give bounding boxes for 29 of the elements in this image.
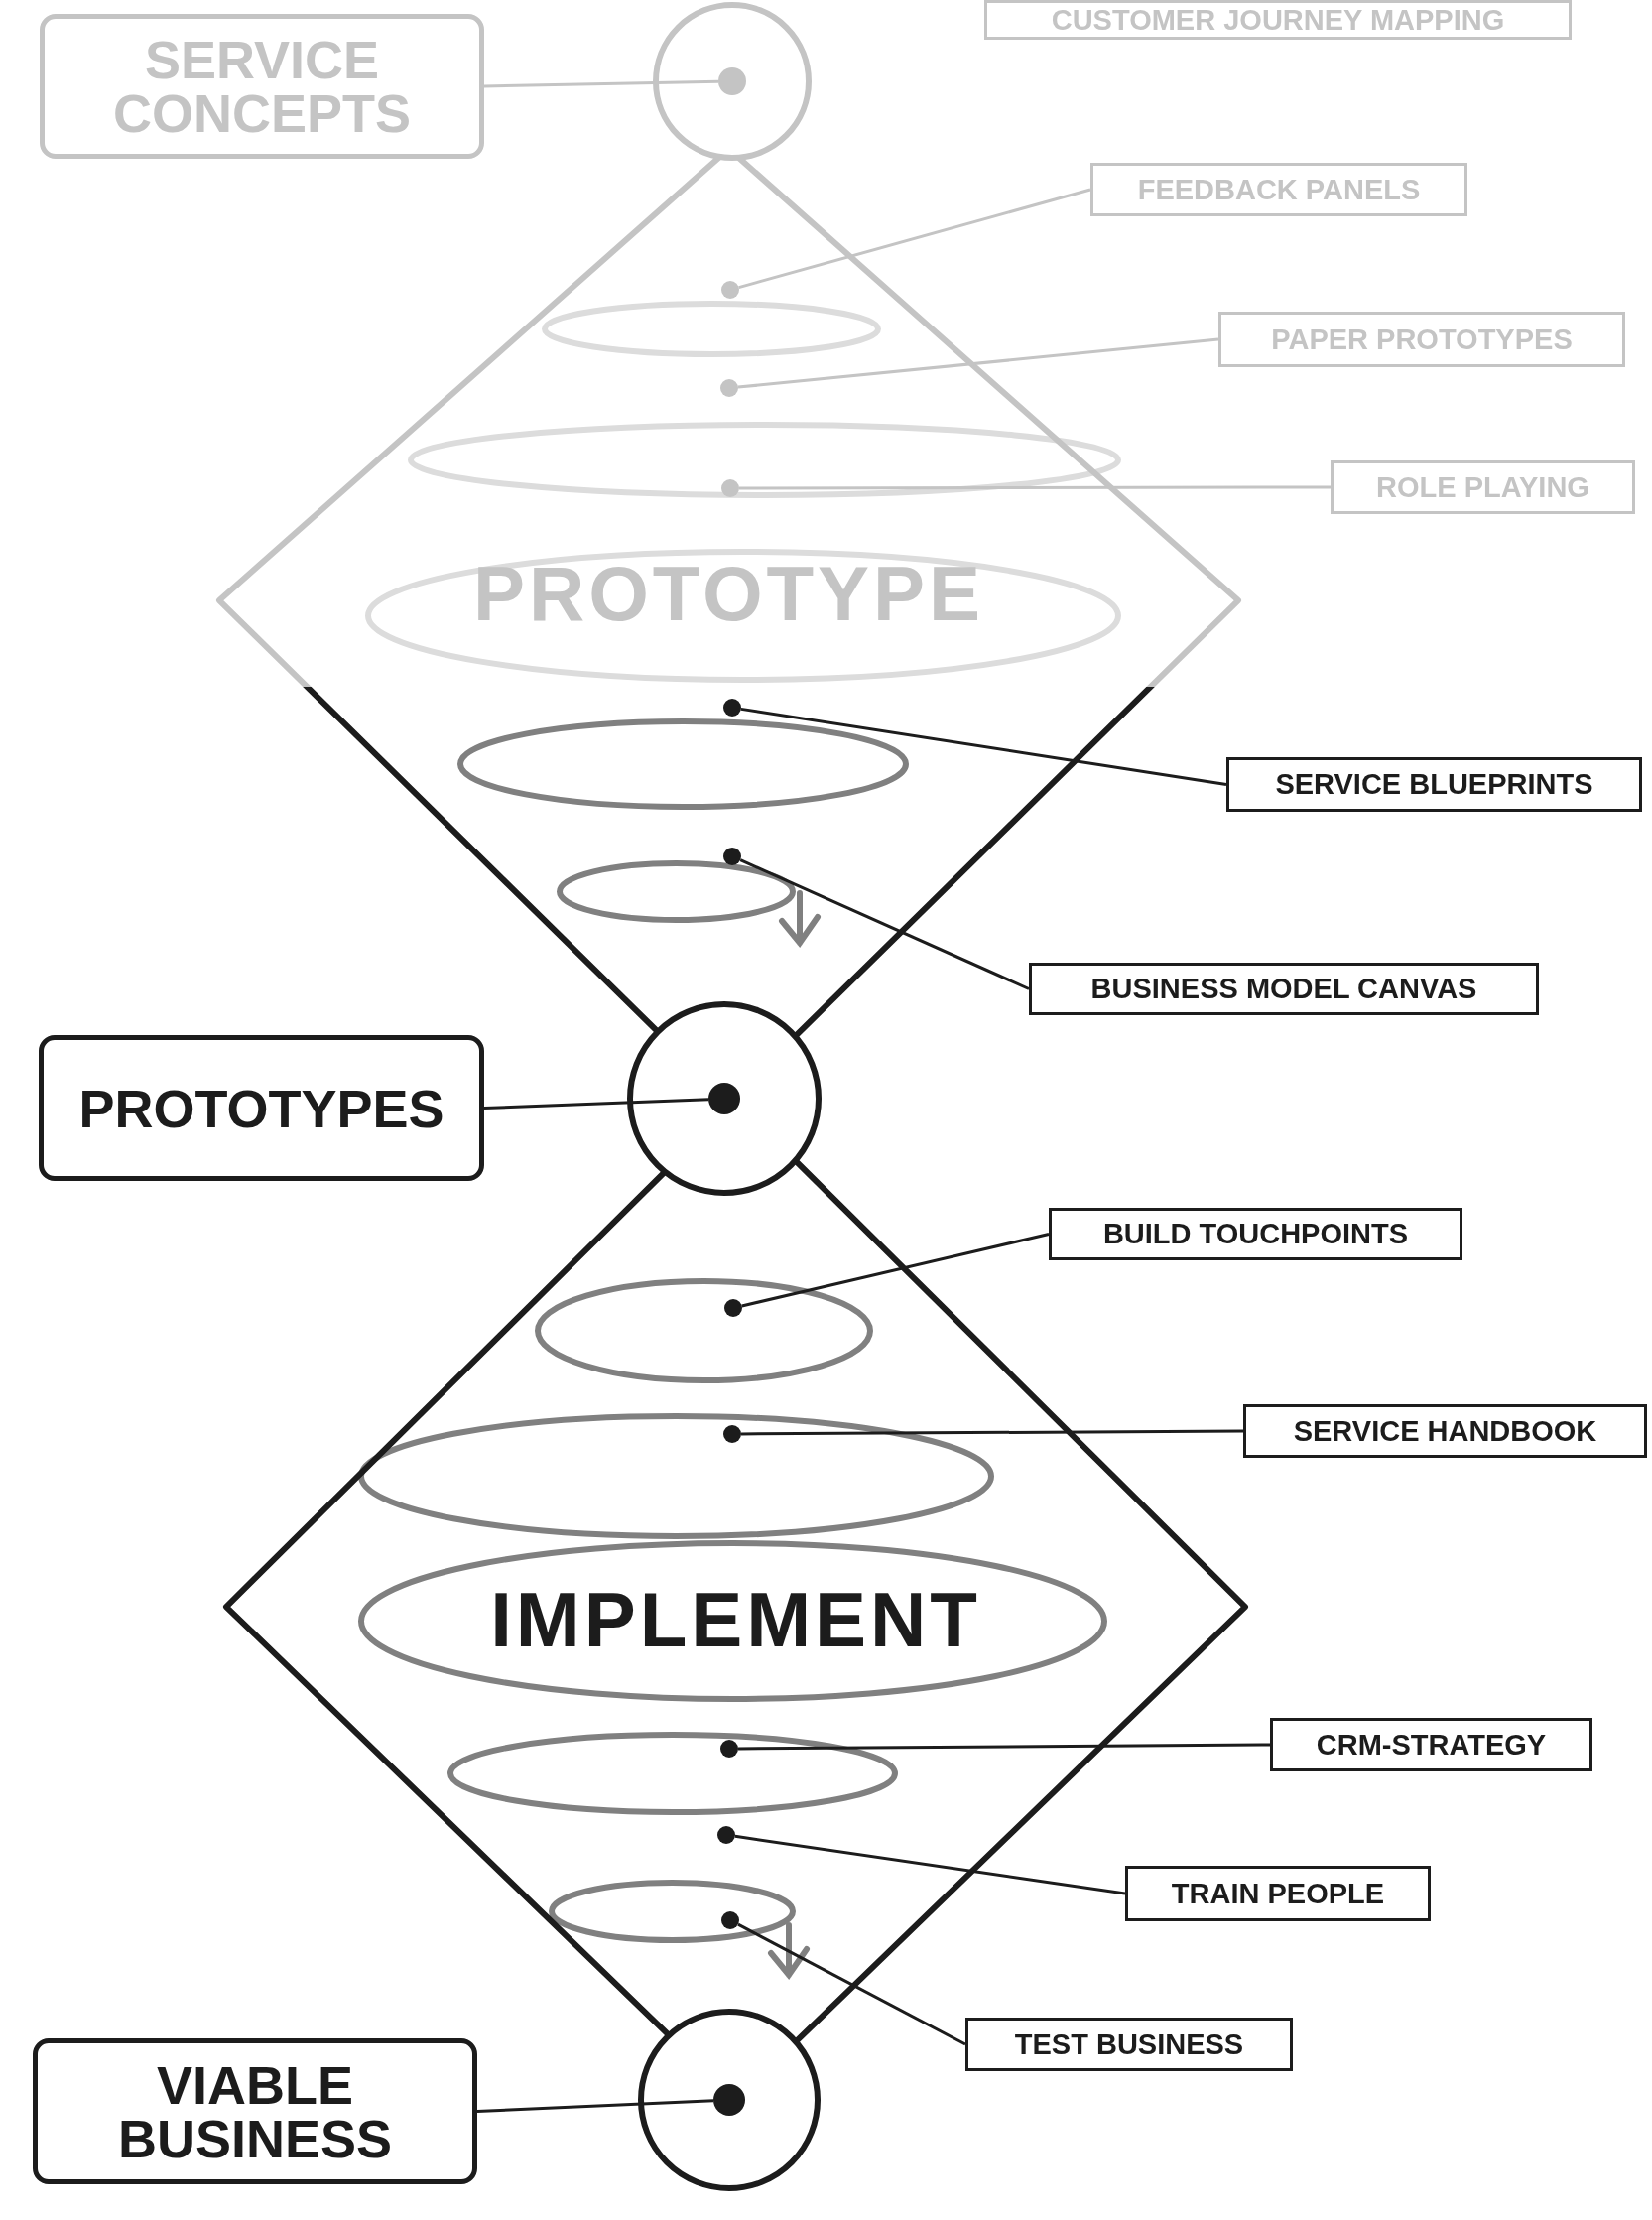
leader-line [739, 485, 1331, 490]
stage-label-box: SERVICE CONCEPTS [40, 14, 484, 159]
leader-line [741, 1233, 1050, 1308]
method-label-box: PAPER PROTOTYPES [1218, 312, 1625, 367]
leader-line [476, 2099, 714, 2113]
method-label-box: TEST BUSINESS [965, 2018, 1293, 2071]
leader-line [741, 1429, 1243, 1436]
leader-line [738, 1743, 1270, 1751]
method-label-box: FEEDBACK PANELS [1090, 163, 1467, 216]
method-label-box: CRM-STRATEGY [1270, 1718, 1592, 1771]
leader-line [737, 337, 1219, 389]
leader-line [734, 1834, 1126, 1895]
phase-label: PROTOTYPE [473, 555, 984, 632]
method-label-box: BUSINESS MODEL CANVAS [1029, 963, 1539, 1015]
leader-line [738, 188, 1091, 290]
leader-line [483, 79, 719, 88]
stage-label-box: VIABLE BUSINESS [33, 2038, 477, 2184]
method-label-box: CUSTOMER JOURNEY MAPPING [984, 0, 1572, 40]
stage-label-box: PROTOTYPES [39, 1035, 484, 1181]
method-label-box: TRAIN PEOPLE [1125, 1866, 1431, 1921]
leader-line [740, 707, 1227, 786]
leader-line [739, 858, 1030, 990]
method-label-box: SERVICE HANDBOOK [1243, 1404, 1647, 1458]
leader-line [737, 1922, 966, 2046]
method-label-box: SERVICE BLUEPRINTS [1226, 757, 1642, 812]
method-label-box: BUILD TOUCHPOINTS [1049, 1208, 1462, 1260]
method-label-box: ROLE PLAYING [1331, 460, 1635, 514]
phase-label: IMPLEMENT [490, 1581, 981, 1658]
leader-line [483, 1098, 709, 1110]
